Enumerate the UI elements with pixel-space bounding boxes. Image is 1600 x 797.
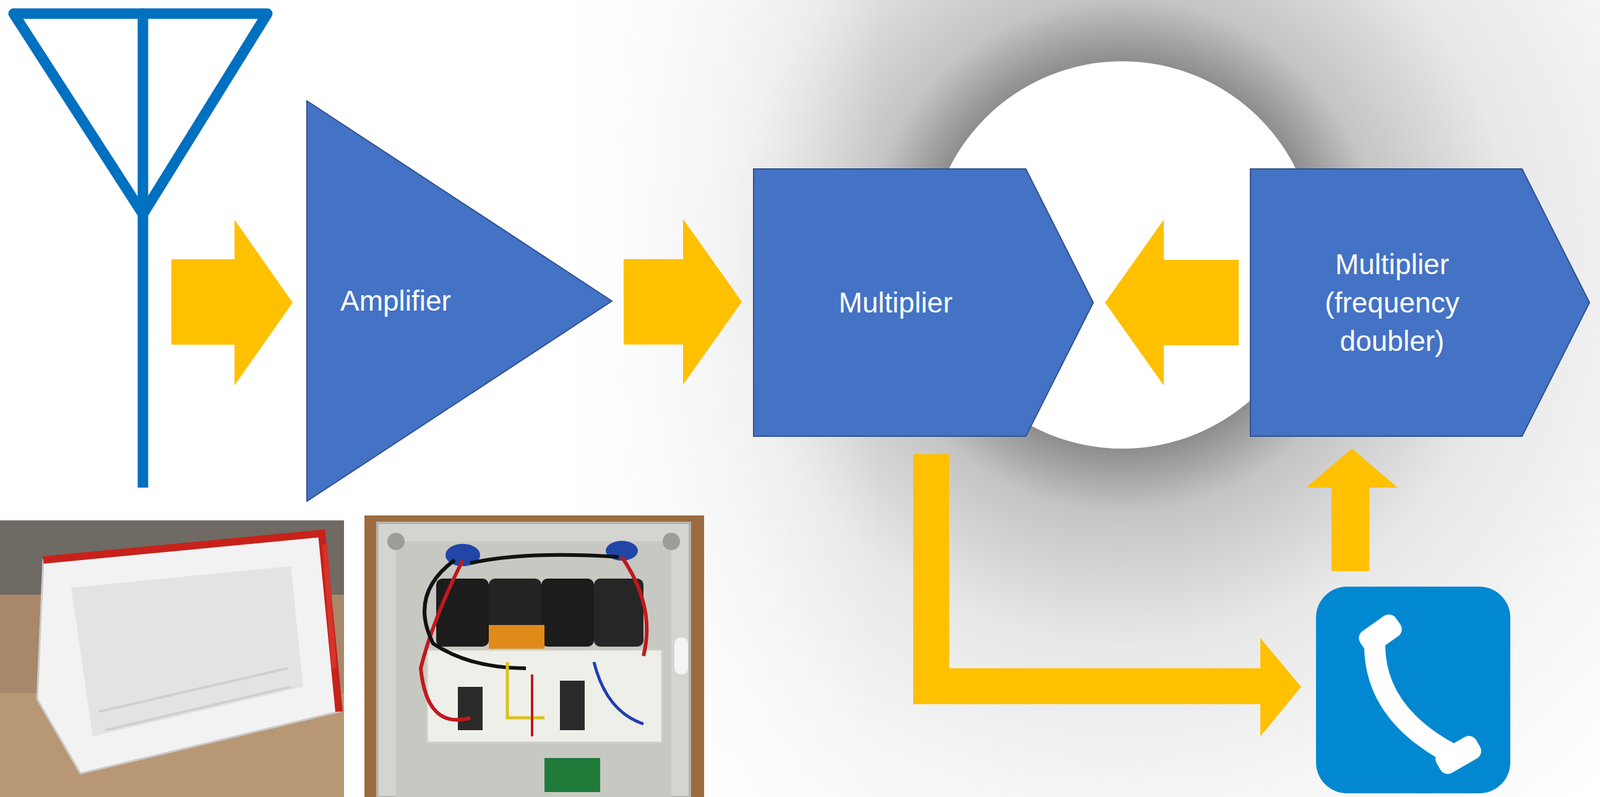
box-inside — [71, 566, 304, 737]
block-arrow-connector — [623, 219, 742, 385]
arrow-body — [623, 219, 742, 385]
wire — [420, 559, 471, 720]
block-arrow — [913, 454, 1302, 737]
antenna-head — [13, 13, 268, 215]
block-arrow — [171, 219, 293, 386]
node-label: Multiplier — [838, 283, 953, 322]
side-knockout — [674, 637, 689, 675]
chip — [559, 680, 585, 731]
wire — [530, 674, 534, 737]
text-area: Multiplier (frequency doubler) — [1262, 180, 1523, 425]
photo-background — [0, 520, 345, 797]
node-label: Amplifier — [340, 281, 452, 320]
enclosure-floor — [395, 541, 672, 797]
multiplier-chevron: Multiplier — [752, 168, 1094, 437]
wire — [593, 662, 644, 724]
wire — [424, 559, 526, 669]
handset-mouthpiece — [1432, 732, 1485, 778]
antenna-mast — [137, 13, 149, 215]
breadboard — [426, 649, 663, 743]
box-rib — [105, 686, 291, 731]
screw-hole — [387, 532, 405, 551]
red-tape — [324, 544, 335, 669]
node-label: Multiplier (frequency doubler) — [1299, 245, 1485, 361]
doubler-chevron: Multiplier (frequency doubler) — [1249, 168, 1591, 437]
block-arrow — [1306, 448, 1398, 572]
plastic-box — [37, 533, 340, 774]
node-fill — [753, 168, 1094, 437]
phone-icon — [1316, 586, 1511, 794]
amplifier-triangle: Amplifier — [306, 100, 613, 502]
relay-block — [541, 578, 594, 647]
relay-block — [436, 578, 489, 647]
wire — [507, 662, 545, 718]
terminal-block — [544, 757, 601, 792]
text-area: Multiplier — [765, 180, 1026, 425]
red-tape — [43, 533, 340, 712]
handset-body — [1374, 640, 1451, 754]
handset-earpiece — [1355, 611, 1406, 657]
node-fill — [306, 100, 612, 502]
phone-tile — [1316, 586, 1511, 794]
arrow-body — [1105, 219, 1239, 386]
wire — [621, 556, 647, 656]
text-area: Amplifier — [340, 100, 500, 502]
antenna-mast — [137, 214, 149, 488]
relay-base — [488, 624, 545, 650]
box-rib — [98, 668, 288, 712]
photo-background — [364, 515, 705, 797]
screw-hole — [662, 532, 680, 551]
photo-enclosure — [0, 520, 345, 797]
antenna-symbol — [13, 13, 268, 488]
photo-circuit — [364, 515, 705, 797]
chip — [457, 686, 483, 731]
grey-enclosure — [377, 522, 690, 797]
relay-block — [593, 578, 644, 647]
node-fill — [1250, 168, 1590, 437]
wire — [470, 554, 619, 564]
block-arrow-connector — [1105, 219, 1239, 386]
